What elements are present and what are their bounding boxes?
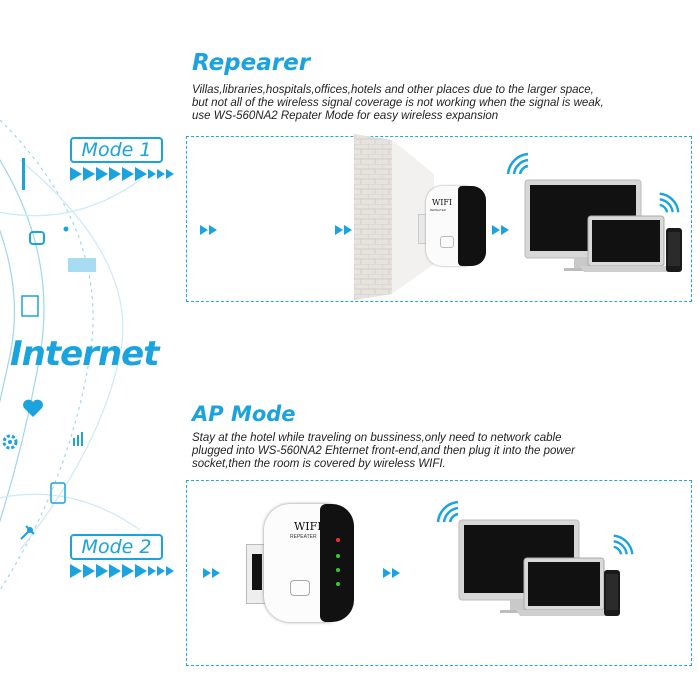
- bars-icon: [72, 432, 86, 451]
- brick-wall: [354, 134, 434, 300]
- mode-1-badge: Mode 1: [70, 137, 163, 163]
- repeater-title: Repearer: [192, 50, 311, 76]
- devices-group-bottom: [458, 519, 620, 616]
- flow-arrows: [335, 225, 352, 235]
- wifi-signal-icon: [610, 532, 636, 563]
- repeater-description: Villas,libraries,hospitals,offices,hotel…: [192, 84, 662, 123]
- wifi-signal-icon: [504, 150, 532, 183]
- ap-mode-title: AP Mode: [192, 402, 296, 426]
- device-outline-icon: [50, 482, 66, 509]
- internet-label: Internet: [10, 334, 159, 374]
- mode-2-arrows: [70, 564, 174, 578]
- satellite-icon: [18, 520, 40, 547]
- wps-button-large: [290, 580, 310, 596]
- wps-button: [440, 236, 454, 248]
- flow-arrows: [383, 568, 400, 578]
- repeater-device: WIFI REPEATER: [418, 186, 486, 266]
- flow-arrows: [203, 568, 220, 578]
- device-brand-large: WIFI: [294, 520, 322, 533]
- wifi-signal-icon: [434, 498, 462, 531]
- repeater-device-large: WIFI REPEATER: [246, 504, 354, 622]
- ap-description-line: plugged into WS-560NA2 Ehternet front-en…: [192, 445, 575, 457]
- mode-1-arrows: [70, 167, 174, 181]
- flow-arrows: [492, 225, 509, 235]
- ap-mode-description: Stay at the hotel while traveling on bus…: [192, 432, 662, 471]
- heart-icon: [22, 398, 44, 423]
- mode-2-badge: Mode 2: [70, 534, 163, 560]
- gear-icon: [0, 432, 20, 457]
- devices-group-top: [524, 179, 682, 272]
- repeater-description-line: use WS-560NA2 Repater Mode for easy wire…: [192, 110, 499, 122]
- wifi-signal-icon: [656, 190, 682, 221]
- device-sub-large: REPEATER: [290, 534, 317, 540]
- repeater-description-line: Villas,libraries,hospitals,offices,hotel…: [192, 84, 594, 96]
- repeater-description-line: but not all of the wireless signal cover…: [192, 97, 604, 109]
- ap-mode-diagram-box: [186, 480, 692, 666]
- flow-arrows: [200, 225, 217, 235]
- device-sub: REPEATER: [430, 208, 446, 212]
- ap-description-line: Stay at the hotel while traveling on bus…: [192, 432, 562, 444]
- device-brand: WIFI: [432, 198, 453, 207]
- repeater-diagram-box: [186, 136, 692, 302]
- ap-description-line: socket,then the room is covered by wirel…: [192, 458, 446, 470]
